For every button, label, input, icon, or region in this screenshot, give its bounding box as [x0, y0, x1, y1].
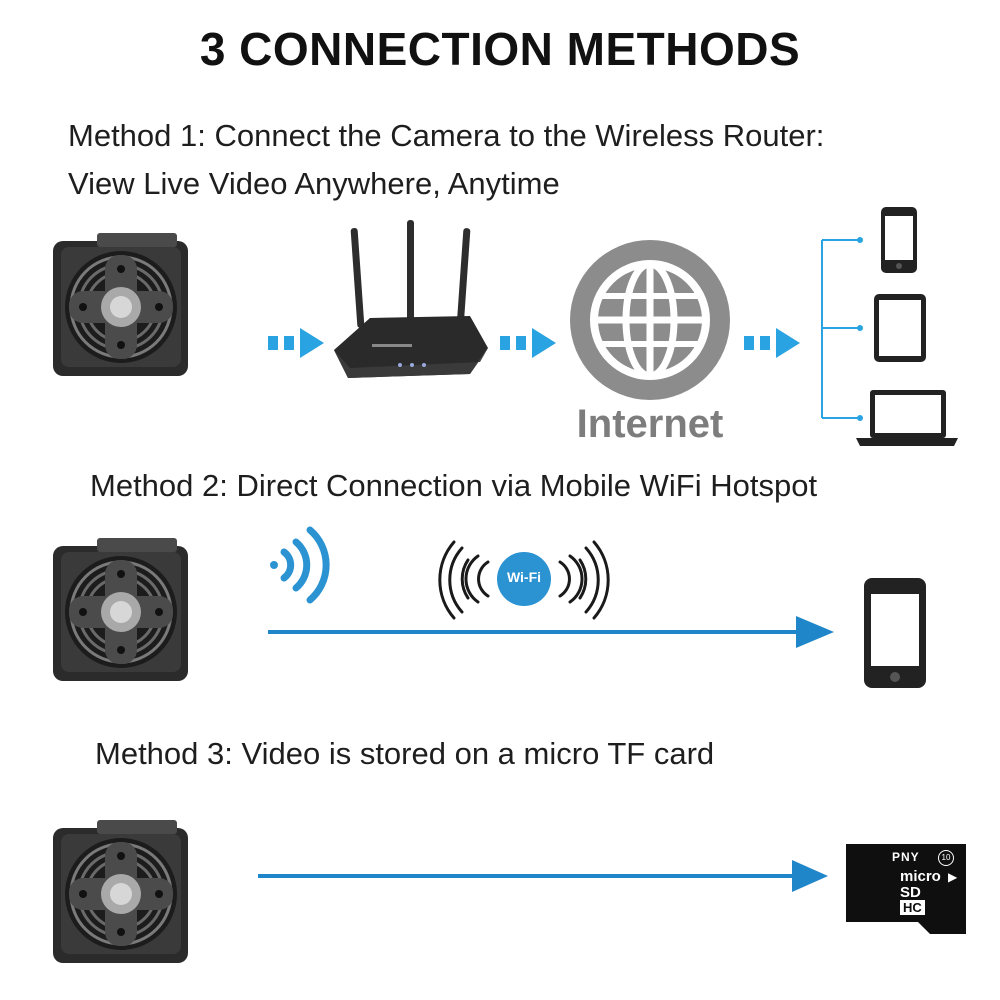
arrowhead-icon — [796, 616, 834, 648]
arrow-icon — [500, 328, 556, 358]
method-2-heading: Method 2: Direct Connection via Mobile W… — [90, 468, 818, 503]
camera-icon — [51, 536, 190, 683]
router-icon — [334, 220, 488, 378]
sd-micro-label: micro — [900, 868, 941, 885]
tablet-icon — [874, 294, 926, 362]
internet-label: Internet — [576, 402, 724, 446]
arrow-icon — [268, 328, 324, 358]
method-3-heading: Method 3: Video is stored on a micro TF … — [95, 736, 715, 771]
arrow-icon — [744, 328, 800, 358]
wifi-signal-icon — [270, 526, 330, 604]
camera-icon — [51, 231, 190, 378]
sd-class-badge: 10 — [938, 850, 954, 866]
globe-icon — [570, 240, 730, 400]
wifi-badge-label: Wi-Fi — [506, 569, 542, 585]
phone-icon — [864, 578, 926, 688]
arrowhead-icon — [792, 860, 828, 892]
method-1-subheading: View Live Video Anywhere, Anytime — [68, 166, 560, 201]
sd-play-icon: ▶ — [948, 870, 958, 884]
wifi-badge — [497, 552, 551, 606]
sd-brand: PNY — [892, 850, 920, 864]
sd-hc-label: HC — [900, 900, 925, 915]
device-bracket — [821, 239, 858, 419]
phone-icon — [881, 207, 917, 273]
laptop-icon — [856, 390, 958, 446]
method-1-heading: Method 1: Connect the Camera to the Wire… — [68, 118, 825, 153]
camera-icon — [51, 818, 190, 965]
page-title: 3 CONNECTION METHODS — [199, 23, 801, 75]
sd-sd-label: SD — [900, 884, 921, 901]
microsd-card-icon — [846, 844, 966, 934]
wifi-waves-icon — [438, 540, 610, 620]
